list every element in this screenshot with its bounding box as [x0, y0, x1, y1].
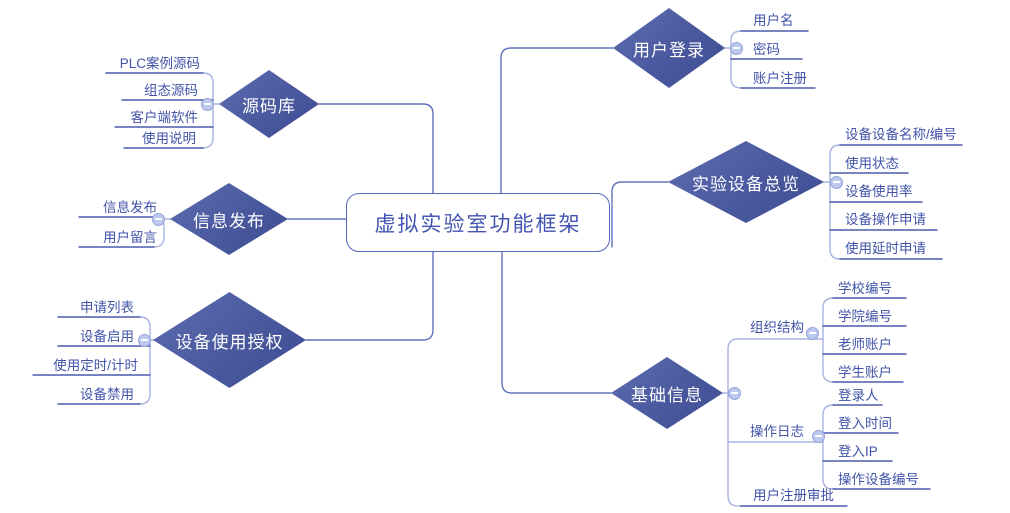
subtopic-school-id[interactable]: 学校编号 [838, 281, 892, 296]
topic-device-auth-label: 设备使用授权 [175, 332, 284, 352]
subtopic-college-id[interactable]: 学院编号 [838, 309, 892, 324]
topic-source-repo-label: 源码库 [242, 96, 296, 116]
collapse-icon-user-login[interactable] [729, 41, 743, 55]
subtopic-login-ip[interactable]: 登入IP [838, 444, 878, 459]
subtopic-info-release[interactable]: 信息发布 [103, 200, 157, 215]
subtopic-device-disable[interactable]: 设备禁用 [80, 387, 134, 402]
branch-line-source-repo [318, 103, 434, 194]
subtopic-operation-device-id[interactable]: 操作设备编号 [838, 472, 919, 487]
bracket-source-repo [202, 72, 221, 149]
subtopic-account-register[interactable]: 账户注册 [753, 71, 807, 86]
subtopic-config-source[interactable]: 组态源码 [144, 83, 198, 98]
subtopic-user-message[interactable]: 用户留言 [103, 230, 157, 245]
subtopic-apply-list[interactable]: 申请列表 [80, 300, 134, 315]
branch-line-user-login [500, 47, 614, 194]
branch-line-device-auth [305, 251, 434, 341]
subtopic-client-software[interactable]: 客户端软件 [130, 110, 199, 125]
branch-line-equipment-overview [611, 181, 669, 248]
bracket-device-auth [139, 316, 155, 405]
subtopic-username[interactable]: 用户名 [753, 13, 794, 28]
topic-basic-info-label: 基础信息 [631, 385, 703, 405]
collapse-icon-info-publish[interactable] [151, 212, 165, 226]
central-topic[interactable]: 虚拟实验室功能框架 [346, 193, 610, 252]
topic-info-publish-label: 信息发布 [193, 211, 265, 231]
collapse-icon-source-repo[interactable] [200, 97, 214, 111]
subtopic-operation-log[interactable]: 操作日志 [750, 424, 804, 439]
subtopic-login-person[interactable]: 登录人 [838, 388, 879, 403]
subtopic-student-account[interactable]: 学生账户 [838, 365, 892, 380]
bracket-operation-log [822, 404, 834, 490]
subtopic-device-usage-rate[interactable]: 设备使用率 [845, 184, 913, 199]
subtopic-usage-timing[interactable]: 使用定时/计时 [53, 358, 138, 373]
bracket-org-structure [822, 297, 834, 383]
subtopic-user-register-approval[interactable]: 用户注册审批 [753, 488, 834, 503]
subtopic-password[interactable]: 密码 [753, 42, 780, 57]
subtopic-device-name-id[interactable]: 设备设备名称/编号 [845, 127, 957, 142]
subtopic-device-enable[interactable]: 设备启用 [80, 329, 134, 344]
subtopic-teacher-account[interactable]: 老师账户 [838, 337, 892, 352]
subtopic-usage-status[interactable]: 使用状态 [845, 156, 899, 171]
central-topic-label: 虚拟实验室功能框架 [374, 212, 582, 236]
branch-line-basic-info [501, 251, 612, 394]
collapse-icon-basic-info[interactable] [727, 386, 741, 400]
topic-user-login-label: 用户登录 [633, 40, 705, 60]
subtopic-device-operation-apply[interactable]: 设备操作申请 [845, 212, 926, 227]
subtopic-org-structure[interactable]: 组织结构 [750, 320, 804, 335]
collapse-icon-operation-log[interactable] [811, 429, 825, 443]
subtopic-plc-source[interactable]: PLC案例源码 [119, 56, 200, 71]
subtopic-usage-delay-apply[interactable]: 使用延时申请 [845, 241, 926, 256]
collapse-icon-org-structure[interactable] [805, 326, 819, 340]
spine-basic-info [722, 338, 824, 507]
subtopic-usage-notes[interactable]: 使用说明 [142, 131, 196, 146]
topic-equipment-overview-label: 实验设备总览 [692, 174, 800, 194]
collapse-icon-device-auth[interactable] [137, 333, 151, 347]
collapse-icon-equipment-overview[interactable] [829, 175, 843, 189]
subtopic-login-time[interactable]: 登入时间 [838, 416, 892, 431]
